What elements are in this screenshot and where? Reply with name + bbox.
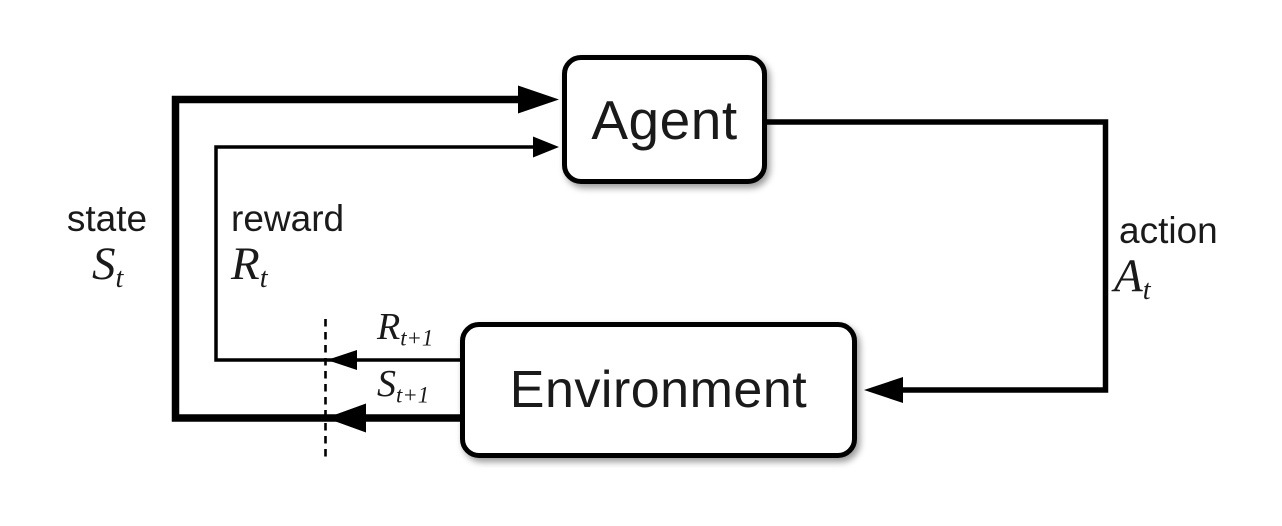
state-symbol-subscript: t [115, 262, 124, 294]
reward-symbol-base: R [231, 238, 260, 290]
next-reward-symbol-base: R [377, 306, 401, 348]
action-arrowhead-into-environment [864, 377, 903, 403]
next-state-arrowhead-at-boundary [326, 403, 366, 433]
reward-symbol: Rt [231, 238, 268, 292]
state-label: state [66, 198, 148, 239]
environment-node: Environment [460, 322, 857, 458]
next-reward-symbol-subscript: t+1 [400, 325, 434, 351]
action-edge-line [760, 119, 1109, 393]
reward-arrowhead-into-agent [533, 136, 559, 158]
state-symbol: St [92, 238, 123, 292]
reward-symbol-subscript: t [259, 262, 268, 294]
agent-node-label: Agent [591, 88, 738, 151]
state-arrowhead-into-agent [518, 85, 559, 114]
agent-node: Agent [562, 55, 767, 184]
next-state-symbol-base: S [377, 363, 396, 405]
next-state-symbol: St+1 [377, 363, 430, 408]
action-label: action [1119, 210, 1218, 251]
state-edge-line [171, 95, 545, 422]
environment-node-label: Environment [509, 361, 808, 419]
state-symbol-base: S [92, 238, 116, 290]
action-symbol-base: A [1114, 250, 1143, 302]
next-state-symbol-subscript: t+1 [396, 382, 430, 408]
action-symbol: At [1114, 250, 1151, 304]
reward-label: reward [231, 198, 345, 239]
action-symbol-subscript: t [1142, 274, 1151, 306]
next-reward-arrowhead-at-boundary [327, 350, 357, 370]
next-reward-symbol: Rt+1 [377, 306, 434, 351]
